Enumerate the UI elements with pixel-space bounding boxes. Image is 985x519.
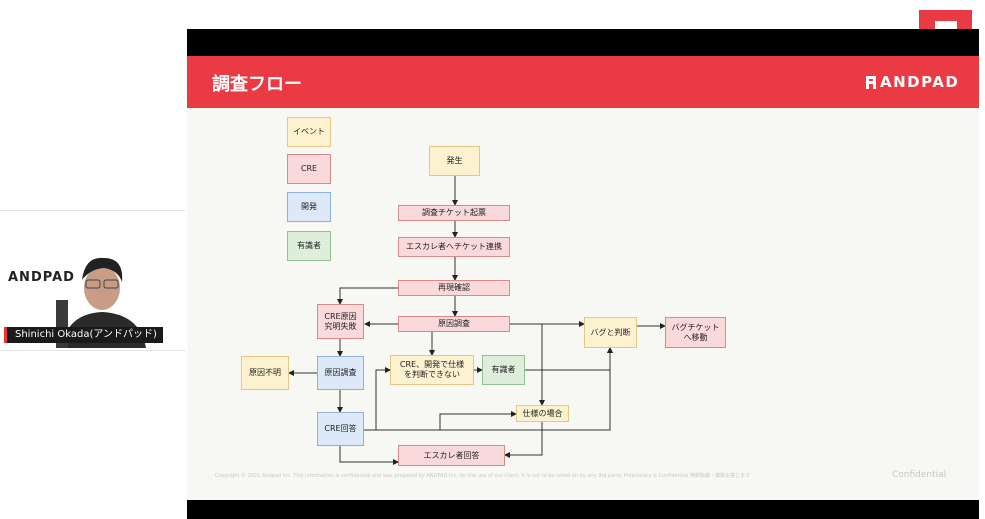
node-cre-kaito: CRE回答	[317, 412, 364, 446]
node-text-line: を判断できない	[404, 370, 460, 379]
andpad-mark-icon	[866, 75, 876, 89]
node-yushikisha: 有識者	[482, 355, 525, 385]
legend-expert: 有識者	[287, 231, 331, 261]
copyright-text: Copyright © 2021 Andpad Inc. This inform…	[215, 473, 751, 479]
legend-event: イベント	[287, 117, 331, 147]
node-genin-fumei: 原因不明	[241, 356, 289, 390]
node-text-line: 究明失敗	[324, 321, 357, 331]
node-text-line: CRE原因	[324, 311, 357, 321]
node-escalation-kaito: エスカレ者回答	[398, 445, 505, 466]
slide-top-bar	[187, 29, 979, 56]
node-cre-kyumei-shippai: CRE原因 究明失敗	[317, 304, 364, 339]
node-genin-chosa-cre: 原因調査	[398, 316, 510, 332]
node-text-line: へ移動	[683, 332, 708, 342]
legend-cre: CRE	[287, 154, 331, 184]
node-genin-chosa-dev: 原因調査	[317, 356, 364, 390]
slide-header	[187, 56, 979, 108]
slide-bottom-bar	[187, 500, 979, 519]
node-bug-hantei: バグと判断	[584, 317, 637, 348]
node-hassei: 発生	[429, 146, 480, 176]
slide-title: 調査フロー	[212, 74, 302, 95]
legend-dev: 開発	[287, 192, 331, 222]
node-ticket-kihyo: 調査チケット起票	[398, 205, 510, 221]
slide-brand: ANDPAD	[866, 73, 959, 91]
node-escalation-renkei: エスカレ者へチケット連携	[398, 237, 510, 257]
node-bug-ticket: バグチケット へ移動	[665, 317, 726, 348]
confidential-label: Confidential	[892, 470, 947, 480]
divider	[0, 210, 186, 211]
participant-name-tag: Shinichi Okada(アンドパッド)	[4, 327, 163, 343]
divider	[0, 350, 186, 351]
node-shiyo-baai: 仕様の場合	[516, 405, 569, 422]
node-text-line: CRE、開発で仕様	[399, 360, 465, 369]
webcam-brand-text: ANDPAD	[8, 270, 75, 285]
node-text-line: バグチケット	[671, 322, 720, 332]
brand-text: ANDPAD	[880, 73, 960, 91]
node-saigen: 再現確認	[398, 280, 510, 296]
node-cre-dev-hantei: CRE、開発で仕様 を判断できない	[390, 355, 474, 385]
